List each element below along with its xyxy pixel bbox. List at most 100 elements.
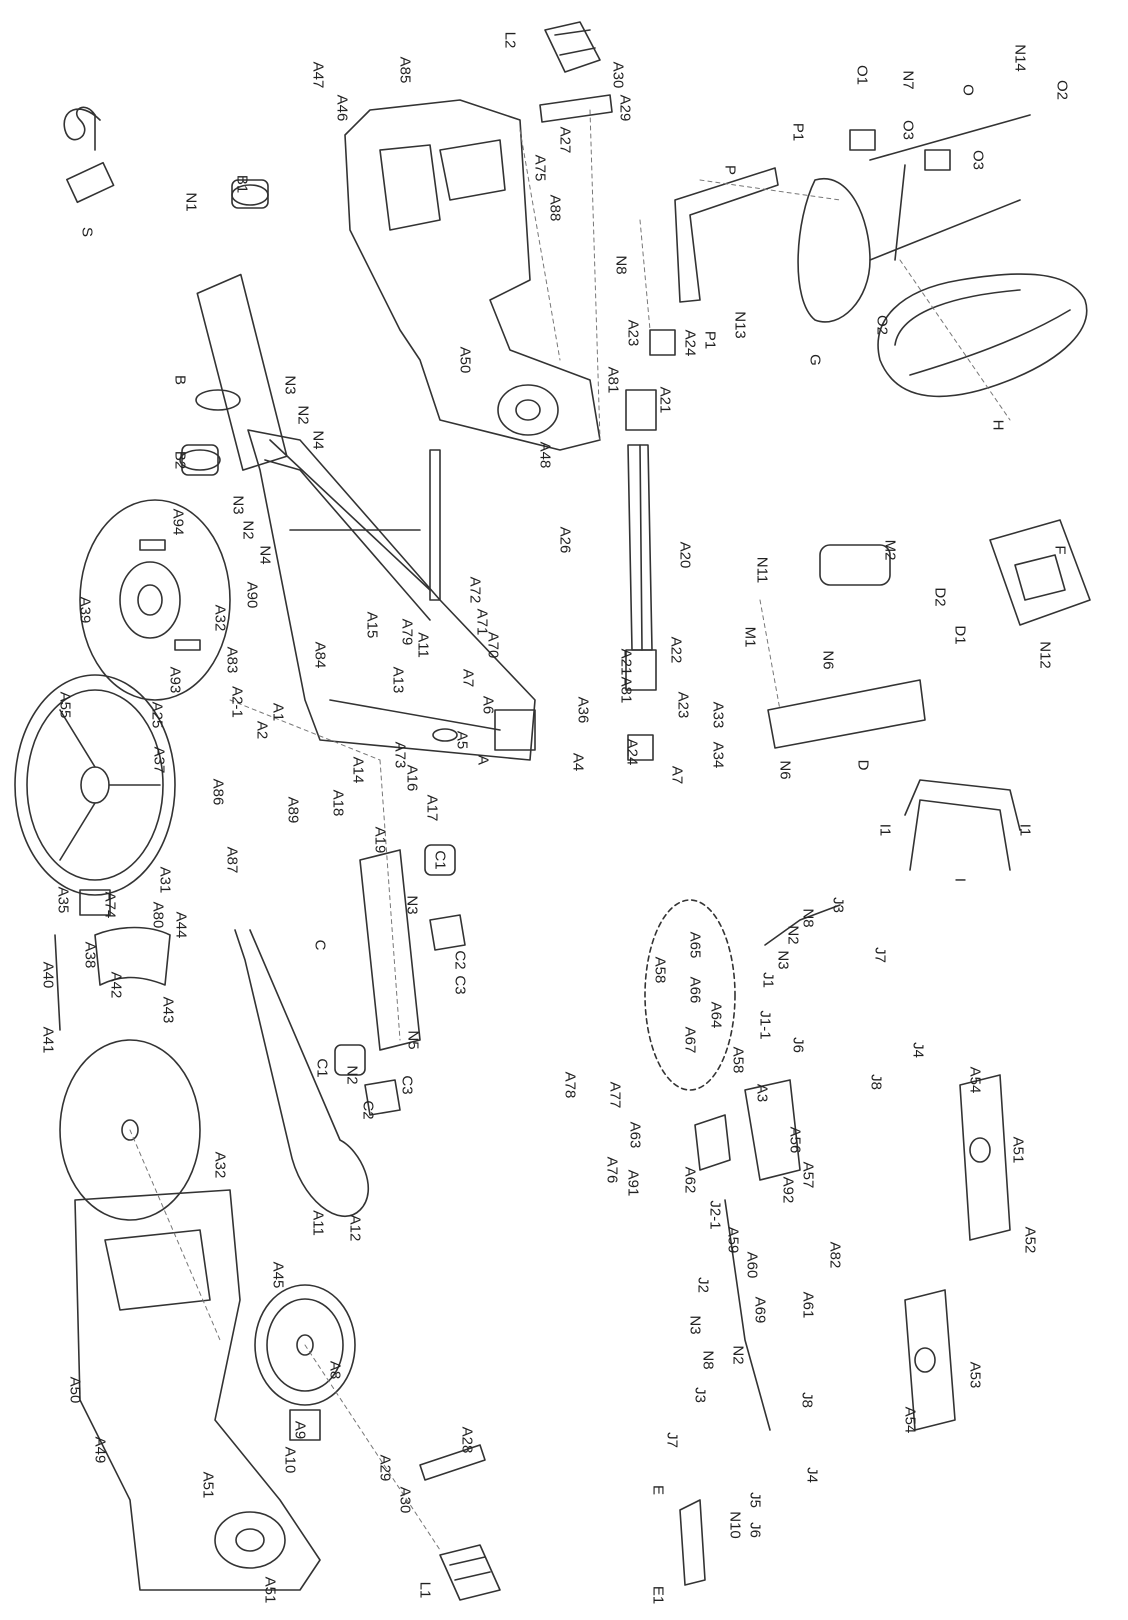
part-label-a29a: A29: [616, 94, 634, 122]
part-label-a49: A49: [91, 1436, 109, 1464]
pedal-right-part: [544, 21, 601, 73]
drive-belt-part: [234, 929, 370, 1217]
part-label-n4a: N4: [309, 430, 327, 450]
console-part: [989, 519, 1091, 626]
part-label-j6b: J6: [746, 1522, 764, 1538]
part-label-a84: A84: [311, 641, 329, 669]
part-label-a52: A52: [1021, 1226, 1039, 1254]
part-label-a40: A40: [39, 961, 57, 989]
part-label-a87: A87: [223, 846, 241, 874]
part-label-n2e: N2: [729, 1345, 747, 1365]
part-label-a30a: A30: [609, 61, 627, 89]
crank-left-part: [419, 1444, 486, 1481]
part-label-j4a: J4: [909, 1042, 927, 1058]
part-label-a12: A12: [346, 1214, 364, 1242]
part-label-a54b: A54: [901, 1406, 919, 1434]
part-label-a41: A41: [39, 1026, 57, 1054]
handlebar-post-part: [767, 679, 926, 749]
seat-cushion-part: [797, 177, 871, 323]
side-cover-right-part: [904, 1074, 1011, 1431]
part-label-n6a: N6: [819, 650, 837, 670]
part-label-j2: J2: [694, 1277, 712, 1293]
part-label-n12: N12: [1036, 641, 1054, 669]
part-label-a35: A35: [54, 886, 72, 914]
part-label-j5: J5: [746, 1492, 764, 1508]
part-label-a65: A65: [686, 931, 704, 959]
part-label-p: P: [721, 164, 739, 176]
part-label-o2a: O2: [1053, 79, 1071, 101]
part-label-a70: A70: [484, 631, 502, 659]
part-label-a15: A15: [363, 611, 381, 639]
part-label-a51b: A51: [199, 1471, 217, 1499]
part-label-a14: A14: [349, 756, 367, 784]
part-label-a64: A64: [707, 1001, 725, 1029]
part-label-a24a: A24: [681, 329, 699, 357]
part-label-o3a: O3: [899, 119, 917, 141]
part-label-a6: A6: [479, 695, 497, 715]
part-label-a11a: A11: [414, 632, 432, 658]
part-label-a36: A36: [574, 696, 592, 724]
part-label-j7a: J7: [871, 947, 889, 963]
part-label-c2a: C2: [451, 950, 469, 970]
front-stabilizer-part: [334, 844, 466, 1116]
part-label-p1b: P1: [701, 330, 719, 350]
part-label-c2b: C2: [359, 1100, 377, 1120]
part-label-h: H: [989, 419, 1007, 431]
part-label-a32b: A32: [211, 1151, 229, 1179]
part-label-n2b: N2: [239, 520, 257, 540]
part-label-n5: N5: [404, 1030, 422, 1050]
part-label-a55: A55: [56, 691, 74, 719]
part-label-n3e: N3: [686, 1315, 704, 1335]
part-label-a86: A86: [209, 778, 227, 806]
part-label-a32a: A32: [211, 604, 229, 632]
part-label-a8: A8: [326, 1360, 344, 1380]
part-label-d1: D1: [951, 625, 969, 645]
part-label-n7: N7: [899, 70, 917, 90]
part-label-n14: N14: [1011, 44, 1029, 72]
part-label-l2: L2: [501, 31, 519, 49]
part-label-a39: A39: [76, 596, 94, 624]
part-label-n8b: N8: [799, 908, 817, 928]
part-label-j2-1: J2-1: [706, 1200, 724, 1230]
part-label-a9: A9: [291, 1420, 309, 1440]
part-label-a62: A62: [681, 1166, 699, 1194]
part-label-a51c: A51: [261, 1576, 279, 1604]
part-label-j8b: J8: [798, 1392, 816, 1408]
part-label-a22: A22: [667, 636, 685, 664]
part-label-c: C: [311, 939, 329, 951]
part-label-a61: A61: [799, 1291, 817, 1319]
part-label-j6a: J6: [789, 1037, 807, 1053]
part-label-n11: N11: [753, 556, 771, 584]
part-label-a5: A5: [453, 730, 471, 750]
part-label-m1: M1: [741, 626, 759, 648]
seat-adjust-assembly-part: [644, 899, 841, 1431]
part-label-j1: J1: [759, 972, 777, 988]
part-label-a23a: A23: [624, 319, 642, 347]
part-label-a66: A66: [686, 976, 704, 1004]
part-label-a94: A94: [169, 508, 187, 536]
part-label-a7b: A7: [668, 765, 686, 785]
part-label-a26: A26: [556, 526, 574, 554]
part-label-a75: A75: [531, 154, 549, 182]
part-label-a90: A90: [243, 581, 261, 609]
part-label-c1b: C1: [313, 1058, 331, 1078]
part-label-a4: A4: [569, 752, 587, 772]
part-label-o1: O1: [853, 64, 871, 86]
part-label-a34: A34: [709, 741, 727, 769]
part-label-p1a: P1: [789, 122, 807, 142]
part-label-a54a: A54: [966, 1066, 984, 1094]
assembly-guide-lines: [129, 109, 1011, 1551]
part-label-a48: A48: [536, 441, 554, 469]
part-label-i1b: I1: [1016, 823, 1034, 837]
part-label-n3d: N3: [774, 950, 792, 970]
part-label-a78: A78: [561, 1071, 579, 1099]
flywheel-cover-upper-part: [79, 499, 231, 701]
seat-slider-part: [674, 167, 779, 303]
part-label-d: D: [854, 759, 872, 771]
part-label-a44: A44: [172, 911, 190, 939]
part-label-a13: A13: [389, 666, 407, 694]
part-label-a51a: A51: [1009, 1136, 1027, 1164]
part-label-a30b: A30: [396, 1486, 414, 1514]
part-label-n13: N13: [731, 311, 749, 339]
flywheel-part: [14, 674, 176, 916]
